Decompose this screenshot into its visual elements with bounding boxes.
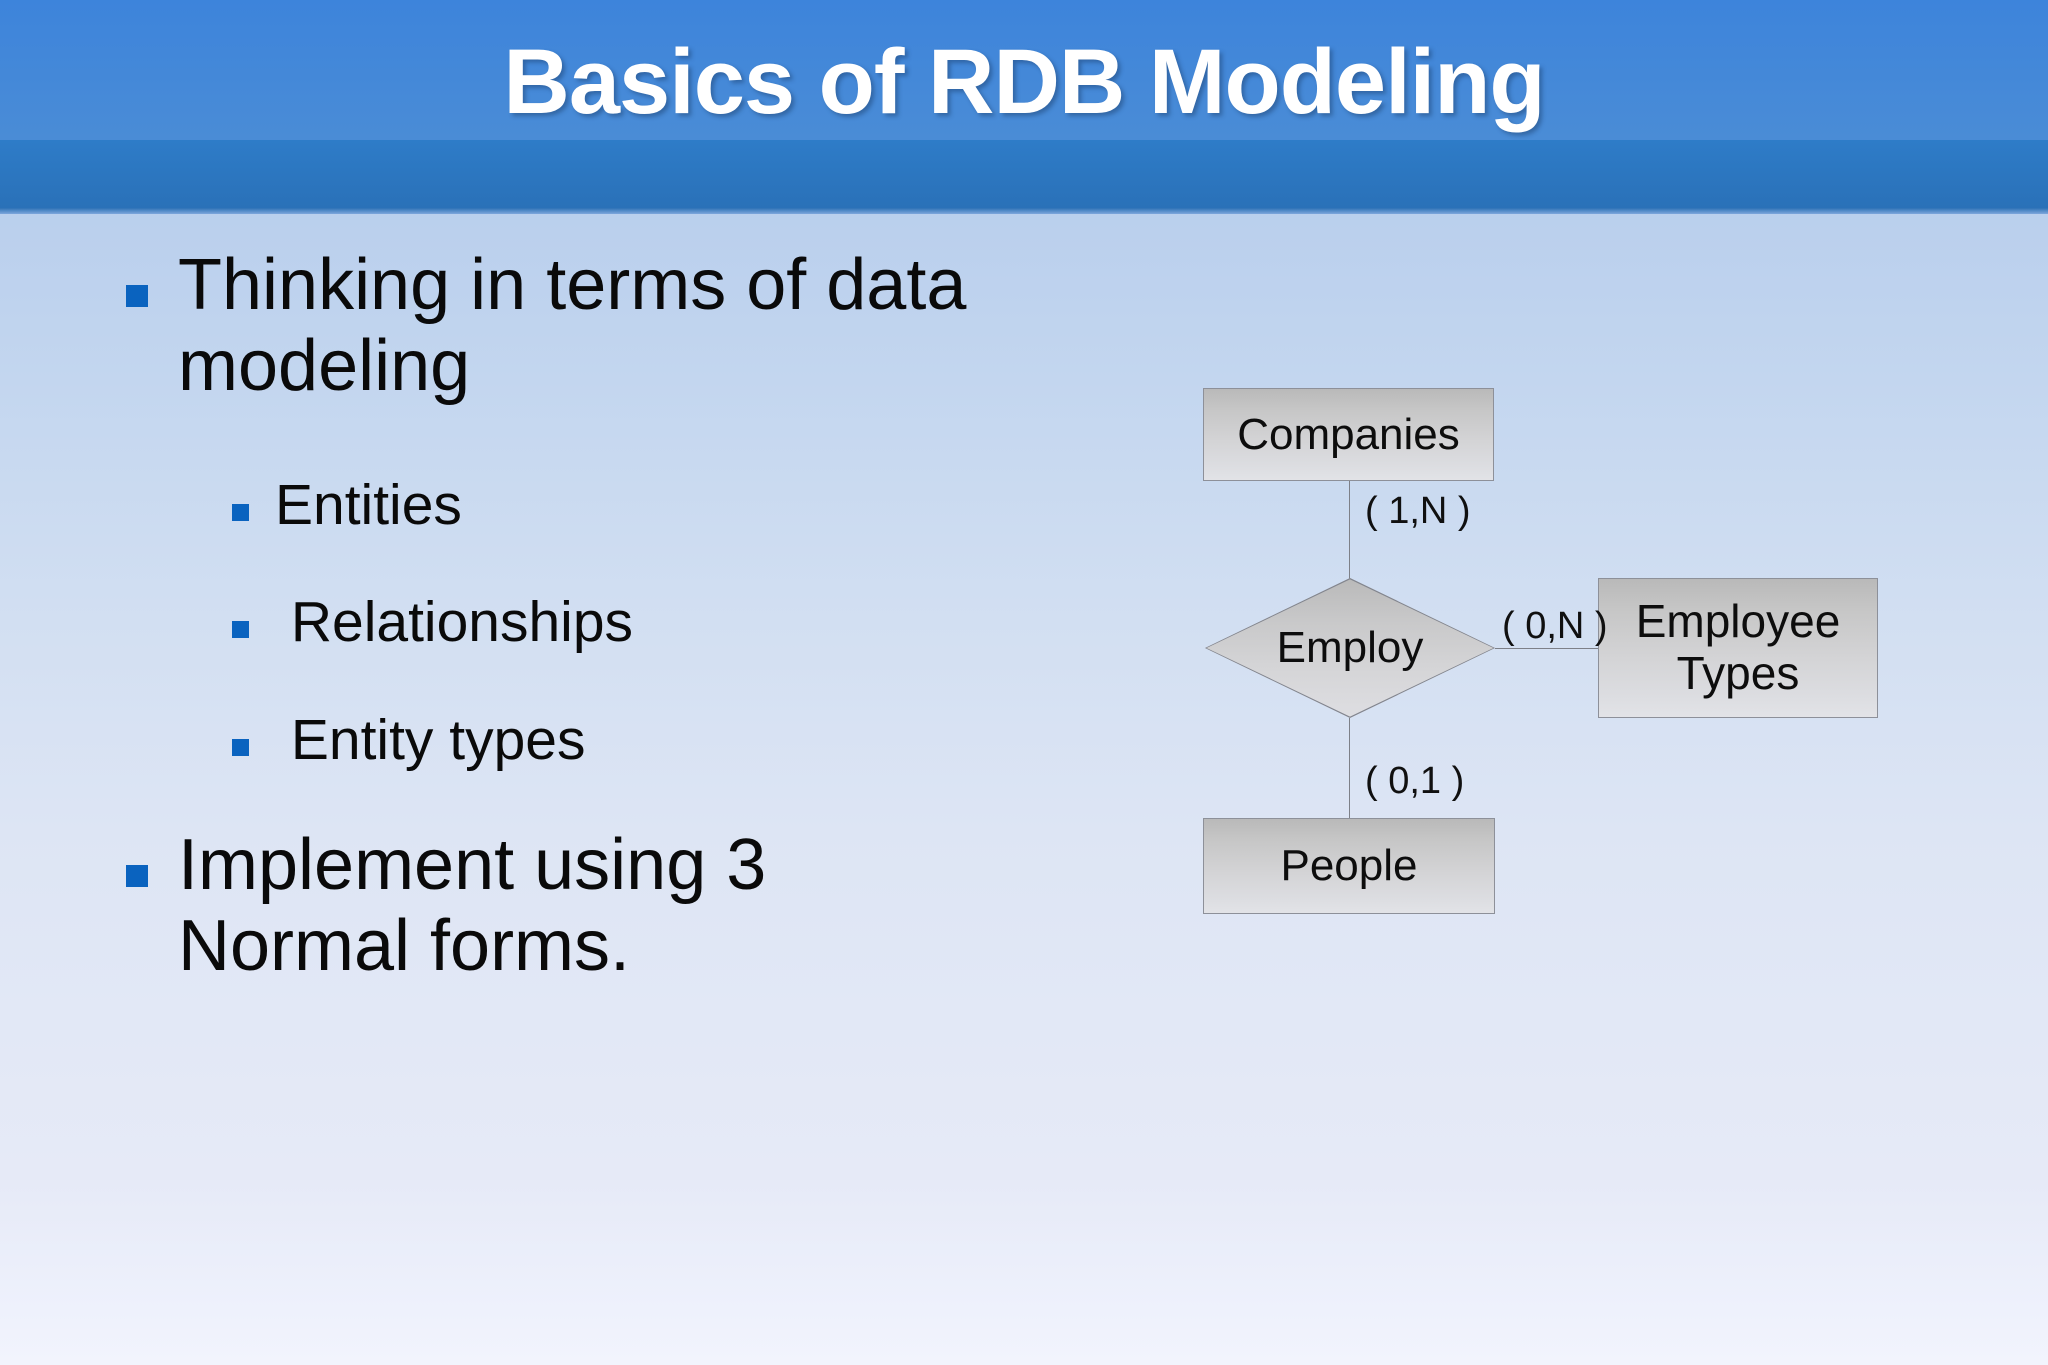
bullet-square-icon	[126, 285, 148, 307]
bullet-square-icon	[126, 865, 148, 887]
er-entity-label: People	[1280, 841, 1418, 891]
list-item: Entities	[232, 473, 1132, 537]
list-item-label: Thinking in terms of data modeling	[178, 245, 987, 407]
er-connector-employ-people	[1349, 718, 1350, 819]
er-diagram: Companies People Employee Types Employ (…	[1180, 375, 1940, 945]
er-connector-employ-employee-types	[1495, 648, 1599, 649]
er-connector-companies-employ	[1349, 481, 1350, 579]
er-relationship-label: Employ	[1276, 623, 1424, 672]
header-bottom-gradient	[0, 140, 2048, 208]
list-item-label: Entities	[275, 473, 462, 537]
list-item-label: Implement using 3 Normal forms.	[178, 825, 787, 987]
er-relationship-employ: Employ	[1205, 578, 1495, 718]
list-item: Implement using 3 Normal forms.	[126, 825, 1126, 988]
list-item-label: Relationships	[275, 590, 634, 654]
er-cardinality-employ-people: ( 0,1 )	[1365, 760, 1465, 802]
bullet-square-icon	[232, 621, 249, 638]
bullet-square-icon	[232, 739, 249, 756]
er-cardinality-employ-employee-types: ( 0,N )	[1502, 605, 1608, 647]
er-entity-label: Companies	[1237, 409, 1460, 459]
header-top-gradient	[0, 0, 2048, 140]
page-title: Basics of RDB Modeling	[503, 31, 1545, 133]
header-edge-line	[0, 208, 2048, 214]
list-item: Relationships	[232, 590, 1132, 654]
er-entity-employee-types: Employee Types	[1598, 578, 1878, 718]
er-entity-label: Employee Types	[1635, 595, 1841, 699]
slide-header-band	[0, 0, 2048, 214]
er-entity-people: People	[1203, 818, 1495, 914]
list-item: Entity types	[232, 708, 1132, 772]
er-cardinality-companies-employ: ( 1,N )	[1365, 490, 1471, 532]
list-item-label: Entity types	[275, 708, 586, 772]
er-entity-companies: Companies	[1203, 388, 1494, 481]
bullet-square-icon	[232, 504, 249, 521]
list-item: Thinking in terms of data modeling	[126, 245, 1126, 408]
